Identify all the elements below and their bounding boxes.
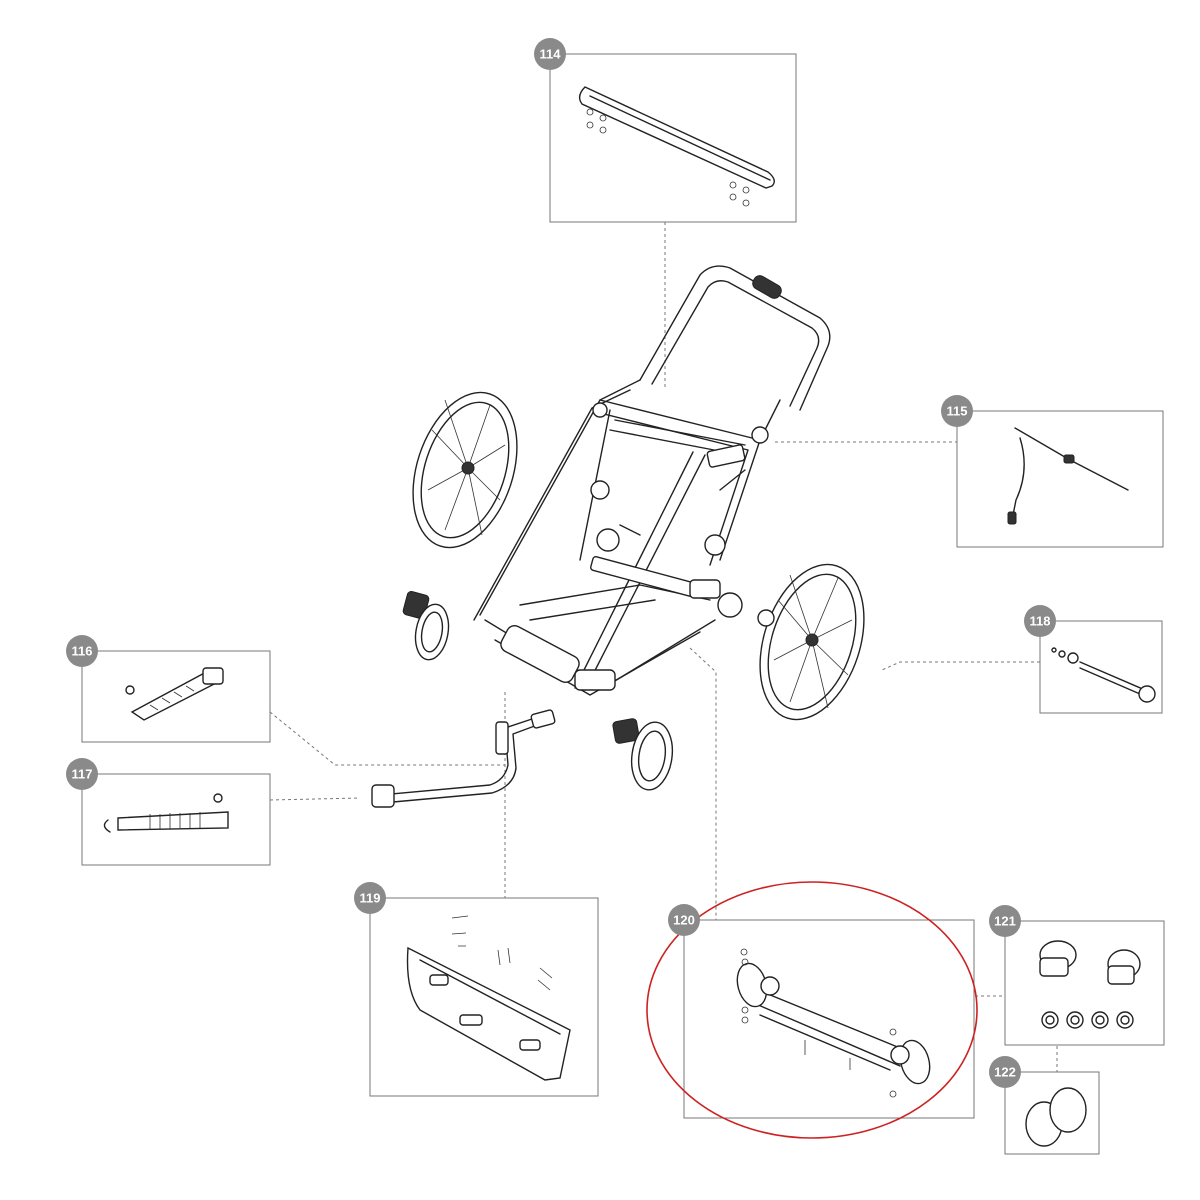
left-wheel xyxy=(412,391,518,549)
badge-114[interactable]: 114 xyxy=(534,38,566,70)
badge-118[interactable]: 118 xyxy=(1024,605,1056,637)
badge-circle xyxy=(534,38,566,70)
detail-box-115 xyxy=(956,410,1164,548)
handle-grip xyxy=(752,275,782,299)
detail-box-121 xyxy=(1004,920,1165,1046)
leader-118 xyxy=(881,661,1040,671)
part-number-label: 118 xyxy=(1030,614,1051,629)
detail-box-114 xyxy=(549,53,797,223)
washers-part xyxy=(1041,1011,1134,1029)
badge-119[interactable]: 119 xyxy=(354,882,386,914)
detail-box-120 xyxy=(683,919,975,1119)
right-wheel xyxy=(759,563,865,721)
part-number-label: 121 xyxy=(994,914,1016,929)
detail-box-118 xyxy=(1039,620,1163,714)
tow-arm xyxy=(371,709,556,808)
part-number-label: 119 xyxy=(360,891,381,906)
highlight-circle xyxy=(646,881,978,1139)
badge-circle xyxy=(66,635,98,667)
leader-116 xyxy=(269,711,505,766)
detail-box-122 xyxy=(1004,1071,1100,1155)
brake-caliper-part xyxy=(1039,940,1141,985)
badge-121[interactable]: 121 xyxy=(989,905,1021,937)
part-number-label: 120 xyxy=(673,913,695,928)
wheel-hub-nut xyxy=(717,592,775,627)
badge-circle xyxy=(989,1056,1021,1088)
part-number-label: 122 xyxy=(994,1065,1016,1080)
detail-box-119 xyxy=(369,897,599,1097)
part-number-label: 115 xyxy=(947,404,968,419)
badge-circle xyxy=(668,904,700,936)
front-bumper xyxy=(500,624,580,684)
badge-116[interactable]: 116 xyxy=(66,635,98,667)
badge-circle xyxy=(989,905,1021,937)
part-number-label: 117 xyxy=(72,767,93,782)
badge-115[interactable]: 115 xyxy=(941,395,973,427)
brand-badge xyxy=(706,444,746,468)
cap-part-2 xyxy=(1049,1087,1087,1133)
safety-strap-part xyxy=(117,811,229,831)
rear-axle-part xyxy=(757,989,906,1051)
badge-circle xyxy=(66,758,98,790)
detail-box-117 xyxy=(81,773,271,866)
badge-117[interactable]: 117 xyxy=(66,758,98,790)
badge-122[interactable]: 122 xyxy=(989,1056,1021,1088)
axle-pin-part xyxy=(1079,661,1146,691)
badge-circle xyxy=(354,882,386,914)
badge-120[interactable]: 120 xyxy=(668,904,700,936)
front-wheel-left xyxy=(402,590,450,661)
part-number-label: 114 xyxy=(540,47,562,62)
badge-circle xyxy=(941,395,973,427)
detail-box-116 xyxy=(81,650,271,743)
stroller-frame-assembly xyxy=(473,265,831,696)
part-number-label: 116 xyxy=(72,644,93,659)
badge-circle xyxy=(1024,605,1056,637)
handlebar xyxy=(639,265,831,411)
leader-117 xyxy=(269,797,361,801)
crossbar-part xyxy=(578,86,775,189)
front-wheel-right xyxy=(612,718,674,791)
leader-120 xyxy=(689,647,717,925)
